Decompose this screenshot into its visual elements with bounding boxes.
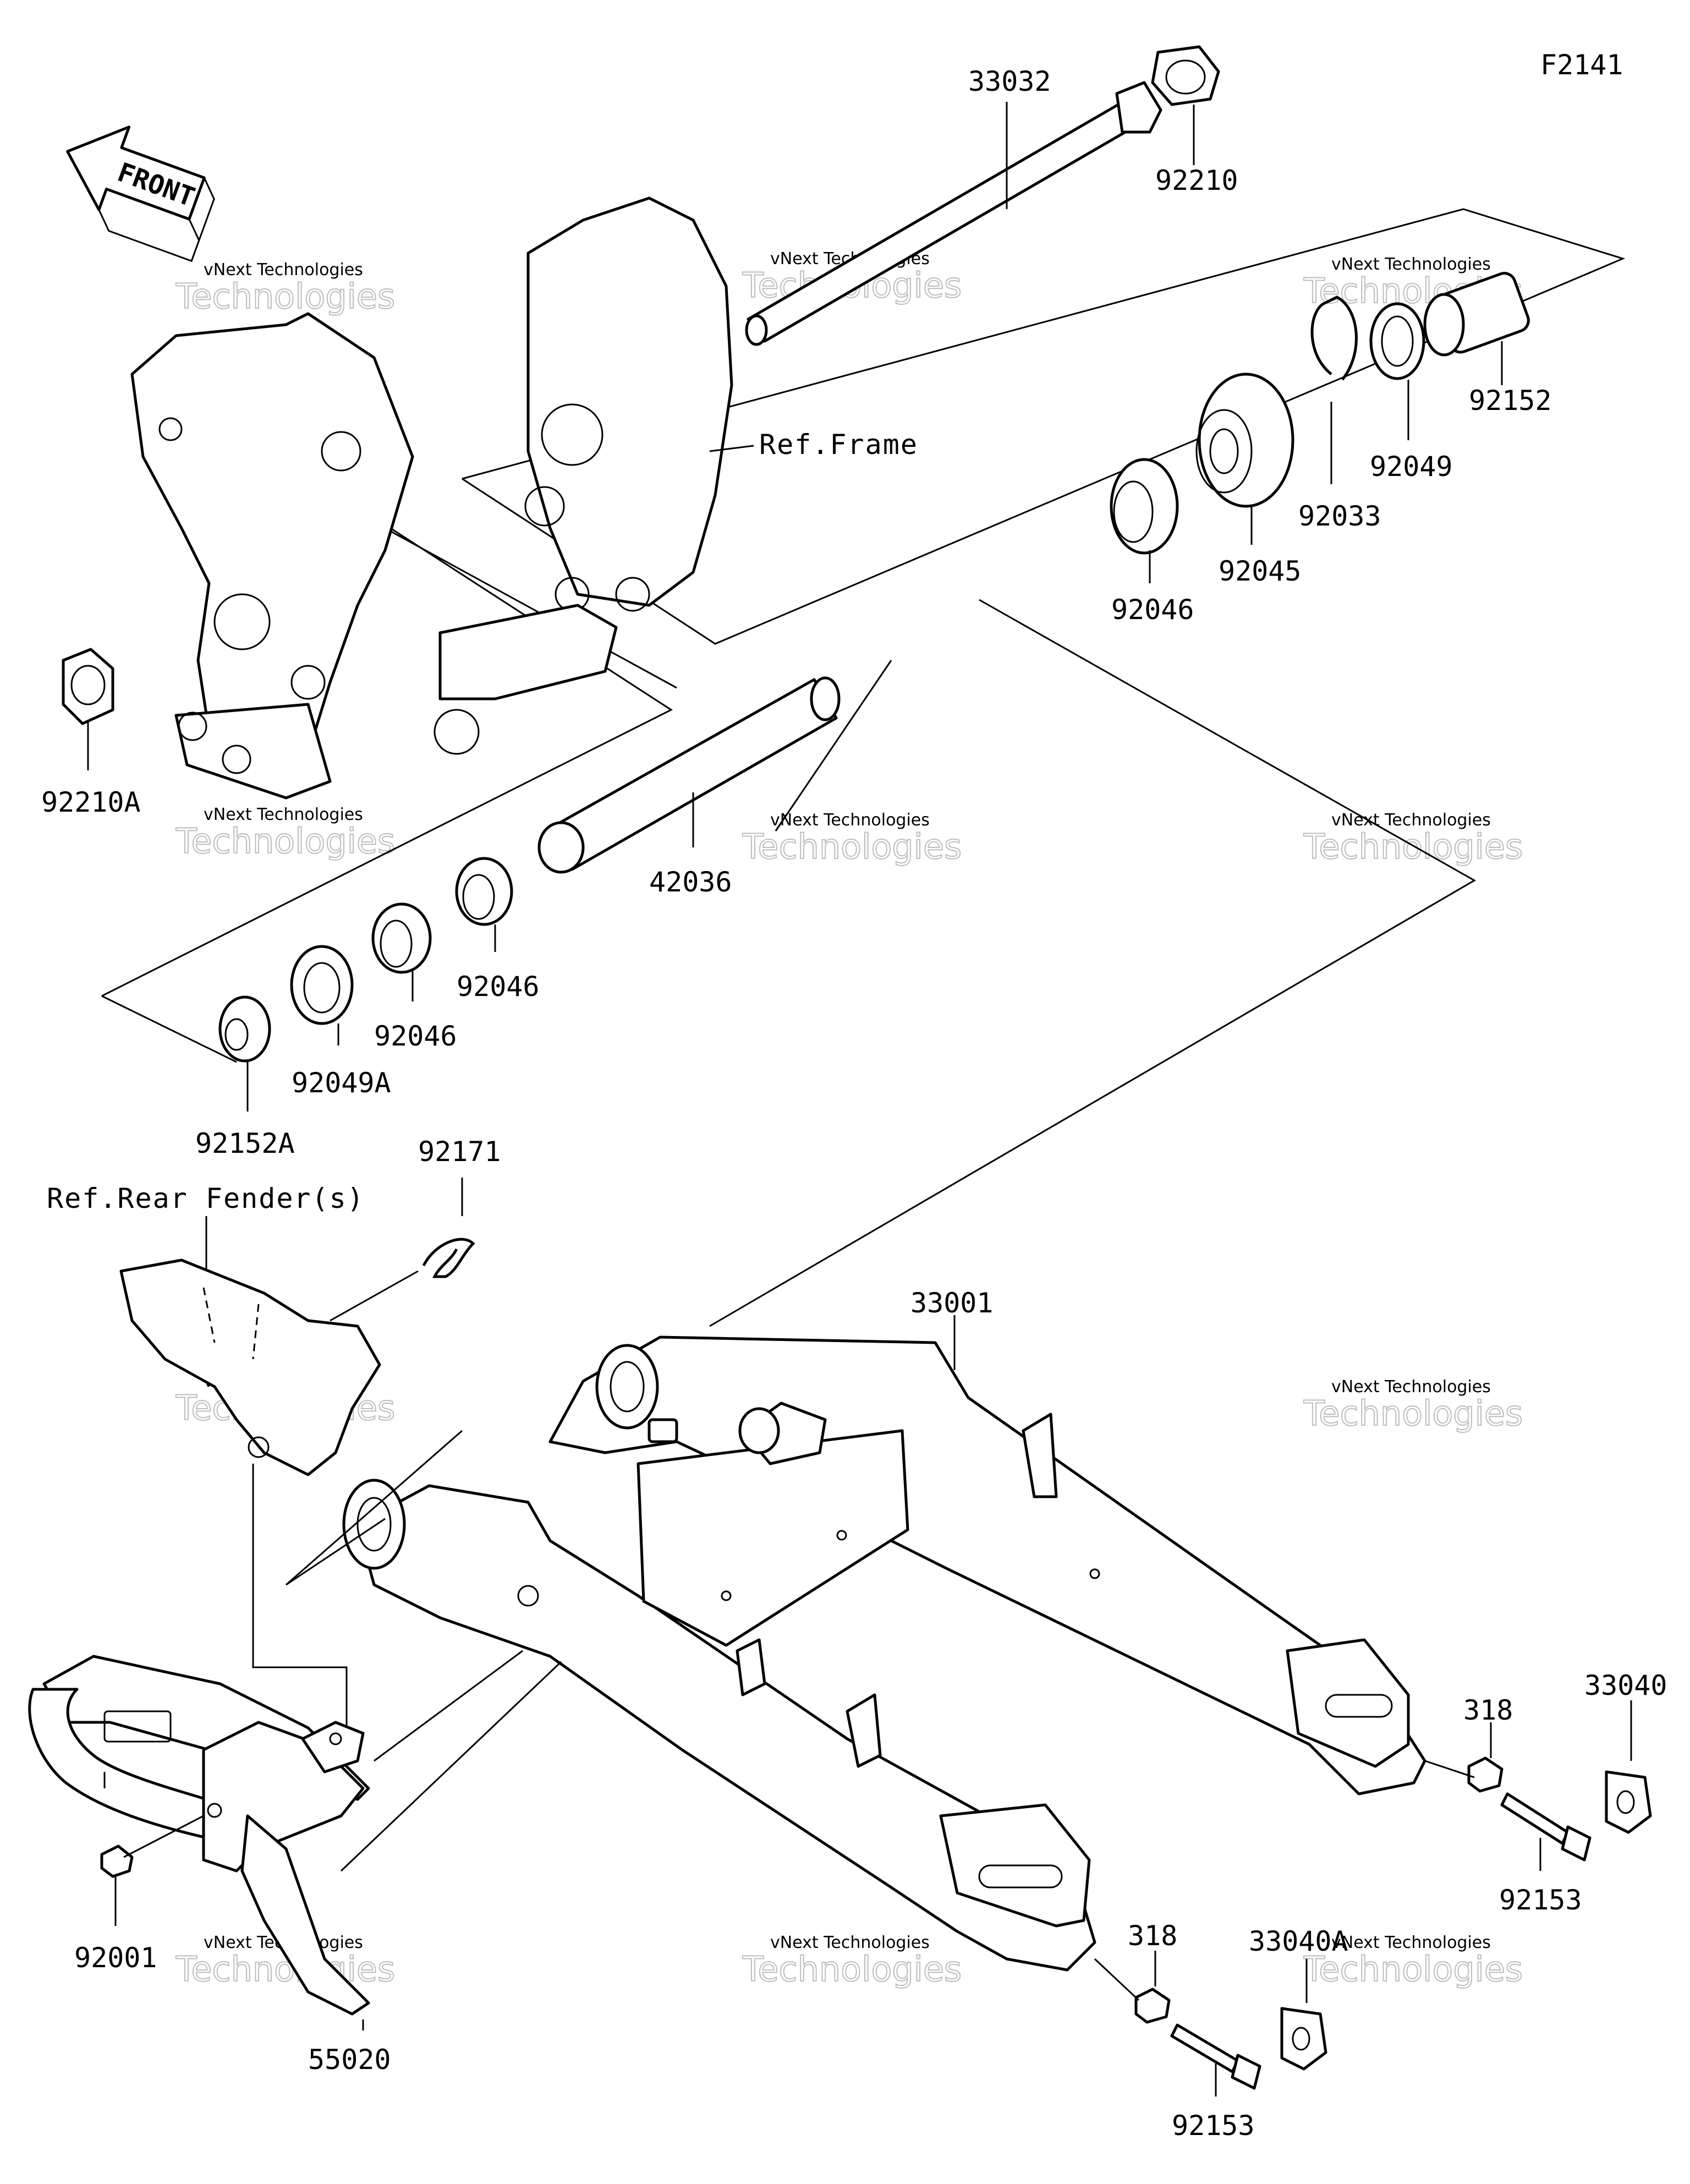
needle-bearing-92046-b xyxy=(455,857,513,926)
part-label-92171: 92171 xyxy=(418,1136,501,1168)
part-label-55020: 55020 xyxy=(308,2044,391,2076)
watermark-large: Technologies xyxy=(1303,1393,1523,1433)
part-label-92152A: 92152A xyxy=(195,1127,295,1159)
part-label-92001: 92001 xyxy=(74,1942,157,1974)
watermark-large: Technologies xyxy=(1303,1949,1523,1989)
watermark-brand: vNext Technologies xyxy=(1331,255,1491,274)
part-label-92046-c: 92046 xyxy=(374,1020,457,1052)
front-arrow-icon: FRONT xyxy=(66,125,215,262)
plate-33040 xyxy=(1605,1770,1652,1834)
needle-bearing-92046-right xyxy=(1110,458,1179,555)
needle-bearing-92046-c xyxy=(371,902,432,974)
part-label-92033: 92033 xyxy=(1298,500,1381,532)
watermark-brand: vNext Technologies xyxy=(204,260,363,280)
right-assembly-box xyxy=(709,599,1477,1327)
diagram-code: F2141 xyxy=(1540,49,1623,81)
part-label-92045: 92045 xyxy=(1219,555,1302,587)
lower-left-box-b xyxy=(101,995,237,1063)
bolt-92001 xyxy=(100,1815,204,1878)
circlip-92033 xyxy=(1310,295,1358,381)
watermark-brand: vNext Technologies xyxy=(1331,1933,1491,1952)
plate-33040A xyxy=(1280,2007,1327,2071)
part-label-33001: 33001 xyxy=(910,1287,994,1319)
watermark-brand: vNext Technologies xyxy=(204,805,363,824)
pivot-shaft xyxy=(745,81,1162,346)
part-label-92046-b: 92046 xyxy=(457,971,540,1003)
bearing-92045 xyxy=(1195,373,1294,508)
watermark-large: Technologies xyxy=(175,821,395,861)
nut-318-b xyxy=(1134,1988,1171,2024)
bolt-92153-b xyxy=(1170,2023,1261,2090)
frame-ref-leader xyxy=(709,445,754,452)
swing-arm-33001 xyxy=(342,1335,1426,1972)
watermark-large: Technologies xyxy=(742,826,962,867)
part-label-92210: 92210 xyxy=(1155,165,1238,196)
part-label-42036: 42036 xyxy=(649,866,732,898)
seal-92049A xyxy=(290,945,354,1025)
part-label-33040: 33040 xyxy=(1584,1670,1667,1701)
part-label-318-b: 318 xyxy=(1128,1920,1177,1952)
lower-left-box xyxy=(101,527,673,997)
rear-fender-ref xyxy=(119,1258,381,1476)
part-label-92046-right: 92046 xyxy=(1111,594,1194,626)
watermark-large: Technologies xyxy=(742,1949,962,1989)
part-label-92049: 92049 xyxy=(1370,451,1453,483)
cap-92152A xyxy=(218,995,271,1063)
part-label-92153-b: 92153 xyxy=(1172,2110,1255,2142)
part-label-92152: 92152 xyxy=(1469,385,1552,417)
watermark-brand: vNext Technologies xyxy=(770,811,930,830)
watermark-brand: vNext Technologies xyxy=(1331,1377,1491,1397)
ref-frame-label: Ref.Frame xyxy=(759,429,918,461)
frame-left-plate xyxy=(130,312,414,800)
ref-rear-fender-label: Ref.Rear Fender(s) xyxy=(47,1183,365,1214)
watermark-large: Technologies xyxy=(175,276,395,316)
collar-42036 xyxy=(537,676,841,874)
nut-92210A xyxy=(62,648,114,725)
nut-318-a xyxy=(1467,1756,1504,1793)
seal-92049 xyxy=(1369,302,1425,380)
pivot-nut-92210 xyxy=(1151,45,1220,106)
upper-left-bracket xyxy=(385,527,677,689)
part-label-33032: 33032 xyxy=(968,65,1051,97)
part-label-92153-a: 92153 xyxy=(1499,1884,1582,1916)
part-label-92049A: 92049A xyxy=(292,1067,391,1099)
watermark-brand: vNext Technologies xyxy=(770,1933,930,1952)
part-label-92210A: 92210A xyxy=(41,786,141,818)
clip-92171 xyxy=(422,1238,475,1278)
part-label-318-a: 318 xyxy=(1463,1694,1513,1726)
frame-right-plate xyxy=(434,196,733,755)
cap-92152 xyxy=(1423,272,1530,357)
part-label-33040A: 33040A xyxy=(1249,1925,1348,1957)
bolt-92153-a xyxy=(1500,1792,1592,1862)
chain-guard-55020 xyxy=(28,1655,370,2016)
